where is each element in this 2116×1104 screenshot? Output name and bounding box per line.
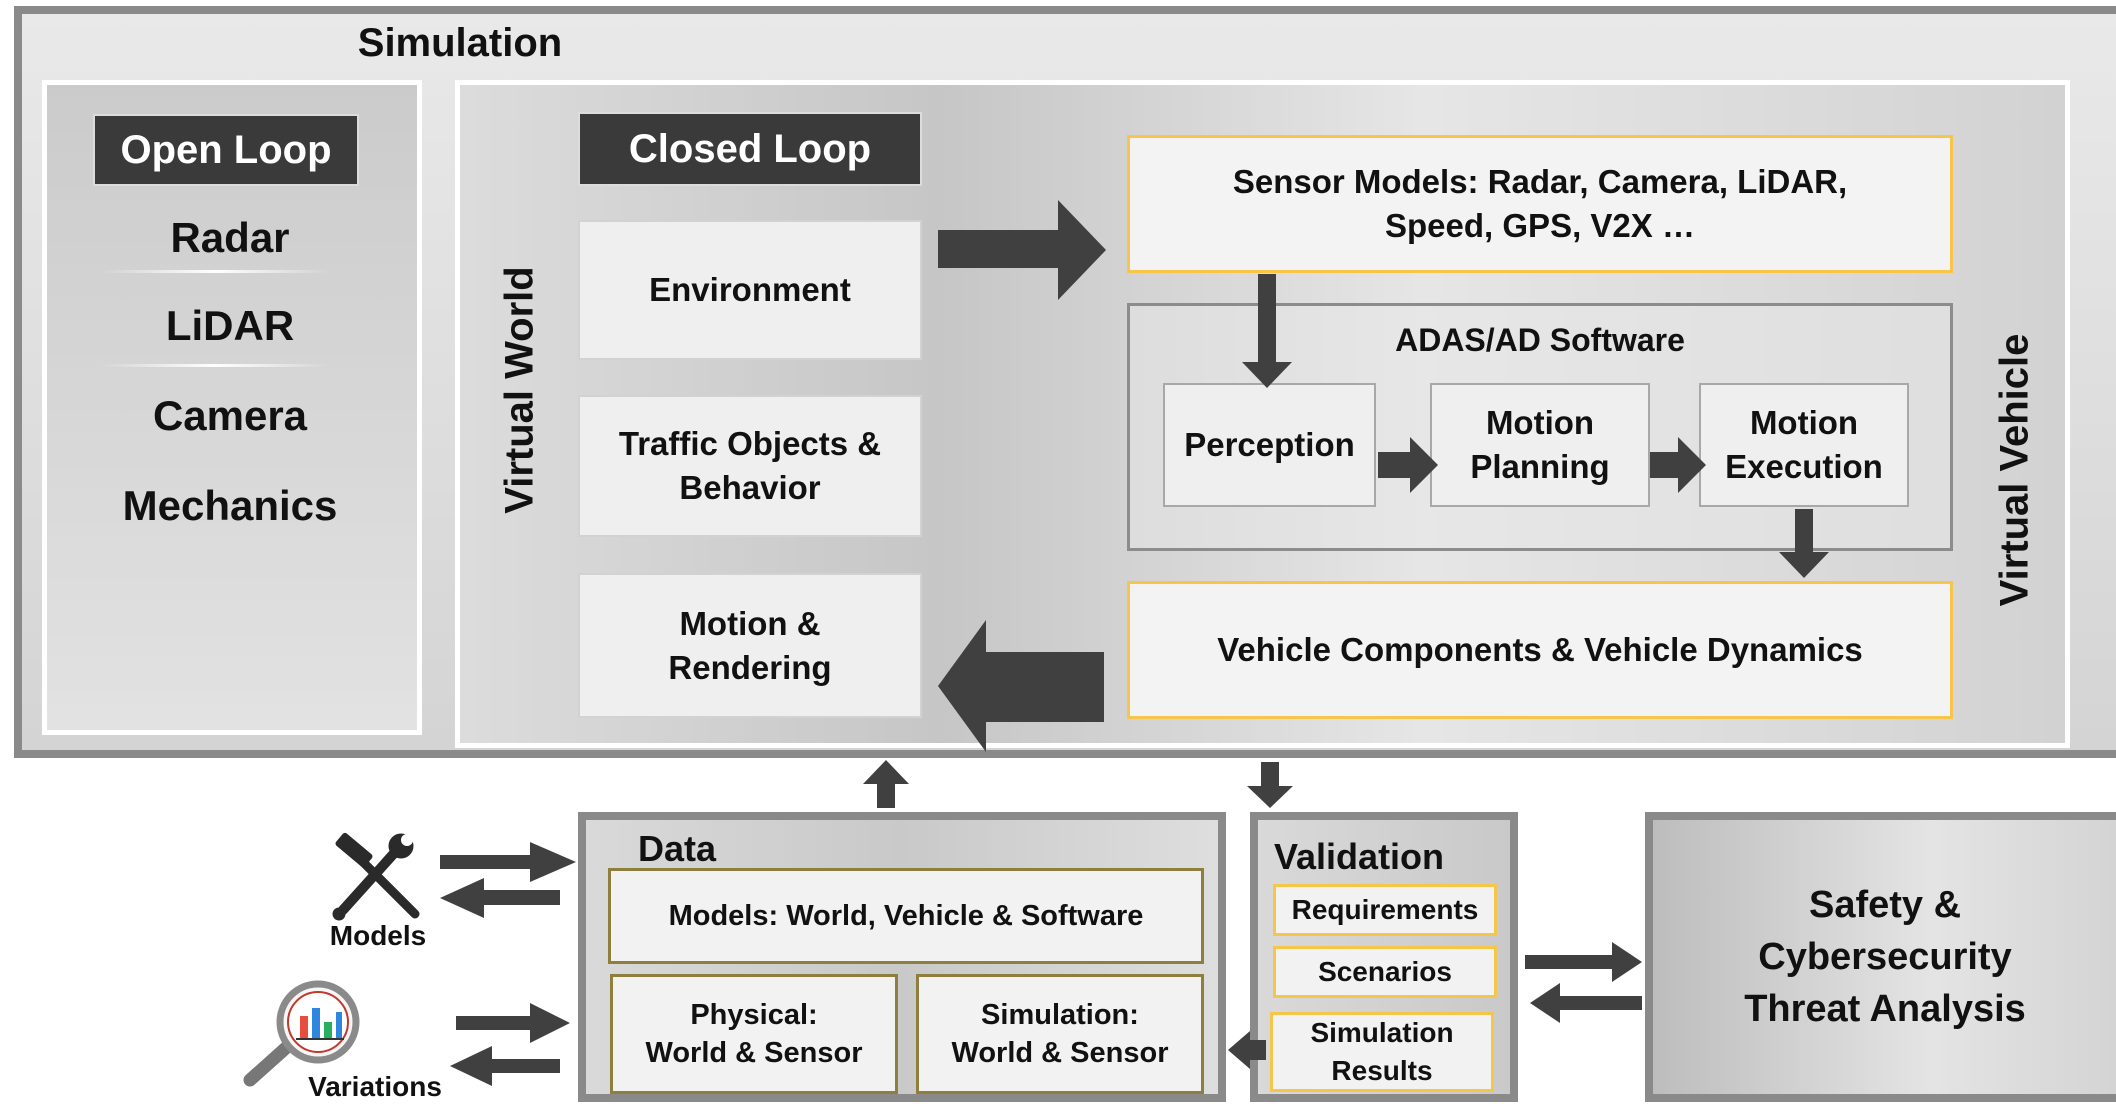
motion-rendering-box: Motion & Rendering — [578, 573, 922, 718]
open-loop-item-radar: Radar — [170, 214, 290, 261]
vehicle-dynamics-box: Vehicle Components & Vehicle Dynamics — [1127, 581, 1953, 719]
arrow-data-to-variations — [450, 1046, 560, 1086]
open-loop-divider — [100, 270, 330, 273]
simulation-data-line-1: Simulation: — [981, 999, 1139, 1031]
motion-planning-line-1: Motion — [1485, 404, 1595, 441]
closed-loop-label: Closed Loop — [578, 112, 922, 186]
traffic-objects-box: Traffic Objects & Behavior — [578, 395, 922, 537]
motion-execution-line-2: Execution — [1725, 448, 1883, 485]
adas-software-title: ADAS/AD Software — [1395, 321, 1685, 358]
arrow-sensors-to-perception — [1242, 274, 1292, 388]
arrow-environment-to-sensors — [938, 200, 1106, 300]
arrow-planning-to-execution — [1650, 437, 1706, 493]
tools-icon — [325, 832, 425, 922]
environment-box: Environment — [578, 220, 922, 360]
requirements-box: Requirements — [1273, 884, 1497, 936]
open-loop-label: Open Loop — [93, 114, 359, 186]
simulation-results-line-2: Results — [1331, 1055, 1433, 1086]
safety-threat-analysis-box: Safety & Cybersecurity Threat Analysis — [1645, 812, 2116, 1102]
perception-label: Perception — [1184, 426, 1355, 463]
arrow-variations-to-data — [456, 1003, 570, 1043]
motion-rendering-line-1: Motion & — [679, 604, 821, 642]
vehicle-dynamics-label: Vehicle Components & Vehicle Dynamics — [1217, 631, 1863, 668]
data-models-label: Models: World, Vehicle & Software — [668, 900, 1144, 932]
validation-title: Validation — [1274, 836, 1445, 877]
sensor-models-line-1: Sensor Models: Radar, Camera, LiDAR, — [1232, 163, 1848, 200]
arrow-execution-to-dynamics — [1779, 509, 1829, 578]
open-loop-item-mechanics: Mechanics — [122, 482, 338, 529]
open-loop-item-camera: Camera — [152, 392, 308, 439]
open-loop-item-lidar: LiDAR — [165, 302, 295, 349]
safety-line-2: Cybersecurity — [1758, 936, 2012, 978]
motion-execution-box: Motion Execution — [1699, 383, 1909, 507]
arrow-data-to-simulation — [863, 760, 909, 808]
motion-planning-line-2: Planning — [1470, 448, 1610, 485]
scenarios-label: Scenarios — [1318, 956, 1452, 987]
sensor-models-box: Sensor Models: Radar, Camera, LiDAR, Spe… — [1127, 135, 1953, 273]
simulation-title: Simulation — [357, 20, 563, 65]
arrow-validation-to-data — [1228, 1031, 1266, 1069]
arrow-dynamics-to-rendering — [938, 620, 1104, 752]
models-caption: Models — [329, 920, 427, 951]
simulation-data-box: Simulation: World & Sensor — [916, 974, 1204, 1094]
arrow-simulation-to-validation — [1247, 762, 1293, 808]
environment-label: Environment — [649, 271, 851, 308]
variations-caption: Variations — [308, 1071, 442, 1102]
motion-planning-box: Motion Planning — [1430, 383, 1650, 507]
sensor-models-line-2: Speed, GPS, V2X … — [1385, 207, 1695, 244]
simulation-data-line-2: World & Sensor — [951, 1037, 1169, 1069]
arrow-safety-to-validation — [1530, 983, 1642, 1023]
requirements-label: Requirements — [1291, 894, 1479, 925]
magnifier-chart-icon — [238, 980, 368, 1090]
traffic-objects-line-1: Traffic Objects & — [618, 425, 882, 462]
open-loop-divider — [100, 364, 330, 367]
data-title: Data — [638, 828, 717, 869]
motion-execution-line-1: Motion — [1749, 404, 1859, 441]
physical-data-line-2: World & Sensor — [645, 1037, 863, 1069]
simulation-results-line-1: Simulation — [1310, 1017, 1454, 1048]
arrow-validation-to-safety — [1525, 942, 1642, 982]
arrow-perception-to-planning — [1378, 437, 1438, 493]
arrow-data-to-models — [440, 878, 560, 918]
safety-line-1: Safety & — [1808, 884, 1962, 926]
traffic-objects-line-2: Behavior — [679, 469, 821, 506]
scenarios-box: Scenarios — [1273, 946, 1497, 998]
arrow-models-to-data — [440, 842, 576, 882]
safety-line-3: Threat Analysis — [1744, 988, 2026, 1030]
open-loop-panel — [42, 80, 422, 735]
physical-data-box: Physical: World & Sensor — [610, 974, 898, 1094]
simulation-results-box: Simulation Results — [1270, 1012, 1494, 1092]
physical-data-line-1: Physical: — [690, 999, 818, 1031]
data-models-box: Models: World, Vehicle & Software — [608, 868, 1204, 964]
motion-rendering-line-2: Rendering — [668, 648, 832, 686]
